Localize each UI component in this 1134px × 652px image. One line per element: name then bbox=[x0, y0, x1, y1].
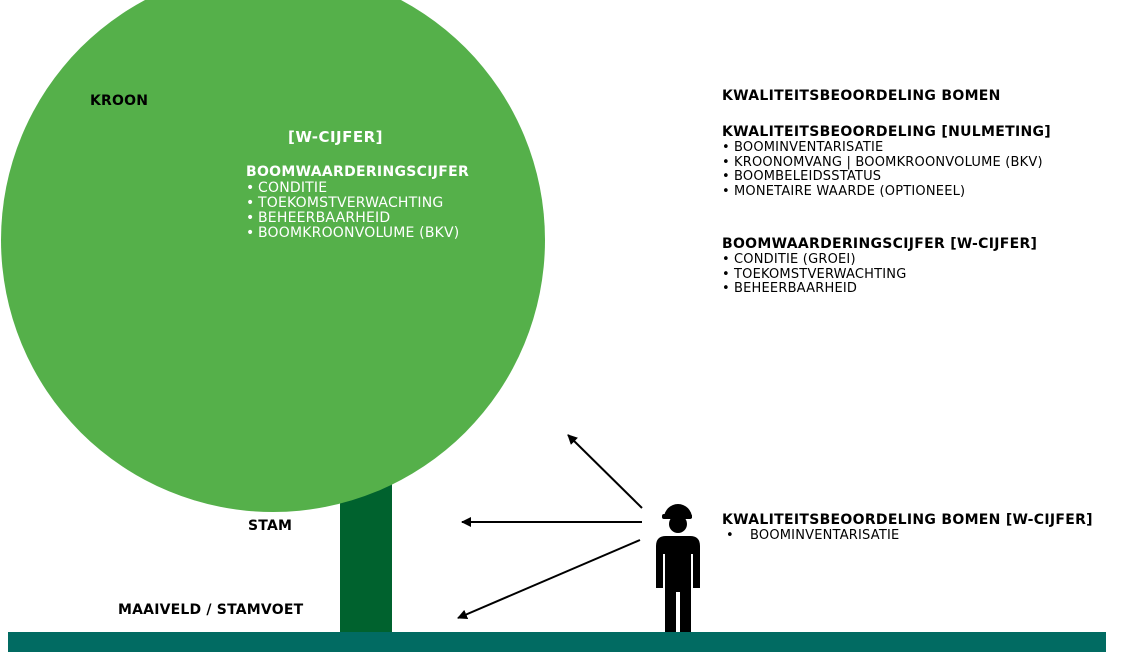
info-main: KWALITEITSBEOORDELING BOMEN bbox=[722, 88, 1001, 105]
wcijfer-item: CONDITIE (GROEI) bbox=[722, 252, 1037, 268]
nulmeting-item: MONETAIRE WAARDE (OPTIONEEL) bbox=[722, 184, 1051, 200]
label-stam: STAM bbox=[248, 518, 293, 534]
person-info-list: BOOMINVENTARISATIE bbox=[722, 528, 1093, 544]
crown-list-item: TOEKOMSTVERWACHTING bbox=[246, 196, 516, 211]
crown-title: [W-CIJFER] bbox=[288, 128, 384, 146]
info-wcijfer: BOOMWAARDERINGSCIJFER [W-CIJFER] CONDITI… bbox=[722, 236, 1037, 297]
ground-bar bbox=[8, 632, 1106, 652]
nulmeting-item: BOOMINVENTARISATIE bbox=[722, 140, 1051, 156]
crown-list-item: BEHEERBAARHEID bbox=[246, 211, 516, 226]
nulmeting-title: KWALITEITSBEOORDELING [NULMETING] bbox=[722, 124, 1051, 140]
arrow-to-crown bbox=[567, 434, 643, 509]
crown-list-item: CONDITIE bbox=[246, 181, 516, 196]
info-main-title: KWALITEITSBEOORDELING BOMEN bbox=[722, 88, 1001, 104]
person-icon bbox=[656, 504, 700, 632]
nulmeting-item: KROONOMVANG | BOOMKROONVOLUME (BKV) bbox=[722, 155, 1051, 171]
person-info-item: BOOMINVENTARISATIE bbox=[722, 528, 1093, 544]
person-info: KWALITEITSBEOORDELING BOMEN [W-CIJFER] B… bbox=[722, 512, 1093, 544]
nulmeting-list: BOOMINVENTARISATIE KROONOMVANG | BOOMKRO… bbox=[722, 140, 1051, 200]
wcijfer-item: TOEKOMSTVERWACHTING bbox=[722, 267, 1037, 283]
label-kroon: KROON bbox=[90, 93, 149, 109]
info-nulmeting: KWALITEITSBEOORDELING [NULMETING] BOOMIN… bbox=[722, 124, 1051, 199]
wcijfer-list: CONDITIE (GROEI) TOEKOMSTVERWACHTING BEH… bbox=[722, 252, 1037, 297]
crown-subtitle: BOOMWAARDERINGSCIJFER bbox=[246, 164, 470, 180]
arrow-to-ground bbox=[457, 539, 641, 620]
tree-crown bbox=[1, 0, 545, 512]
crown-list: CONDITIE TOEKOMSTVERWACHTING BEHEERBAARH… bbox=[246, 181, 516, 241]
crown-list-item: BOOMKROONVOLUME (BKV) bbox=[246, 226, 516, 241]
label-maaiveld: MAAIVELD / STAMVOET bbox=[118, 602, 304, 618]
nulmeting-item: BOOMBELEIDSSTATUS bbox=[722, 169, 1051, 185]
person-info-title: KWALITEITSBEOORDELING BOMEN [W-CIJFER] bbox=[722, 512, 1093, 528]
crown-text: [W-CIJFER] BOOMWAARDERINGSCIJFER CONDITI… bbox=[246, 128, 516, 241]
wcijfer-item: BEHEERBAARHEID bbox=[722, 281, 1037, 297]
wcijfer-title: BOOMWAARDERINGSCIJFER [W-CIJFER] bbox=[722, 236, 1038, 252]
